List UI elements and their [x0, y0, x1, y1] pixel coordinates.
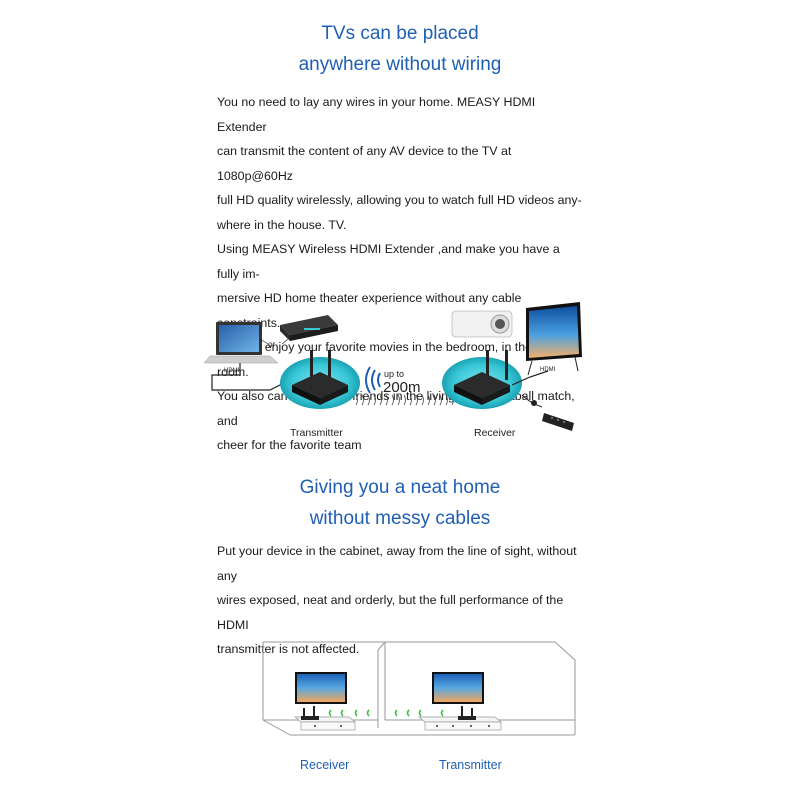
transmitter-device — [458, 706, 476, 720]
paragraph-line: Using MEASY Wireless HDMI Extender ,and … — [217, 242, 560, 281]
paragraph-line: where in the house. TV. — [217, 217, 347, 232]
paragraph-line: You no need to lay any wires in your hom… — [217, 95, 536, 134]
hdmi-right-label: HDMI — [540, 367, 556, 373]
receiver-device — [301, 706, 319, 720]
range-up-to: up to — [384, 369, 404, 379]
paragraph-line: transmitter is not affected. — [217, 642, 360, 656]
hdmi-left-label: HDMI — [224, 368, 240, 374]
paragraph-line: full HD quality wirelessly, allowing you… — [217, 193, 582, 207]
tv-icon — [295, 672, 347, 704]
paragraph-line: Put your device in the cabinet, away fro… — [217, 544, 577, 583]
wireless-diagram: or HDMI up to 200m — [203, 302, 582, 439]
projector-icon — [451, 310, 513, 338]
remote-control-icon — [542, 413, 574, 431]
range-value: 200m — [383, 379, 421, 396]
section1-paragraph: You no need to lay any wires in your hom… — [217, 90, 582, 458]
signal-waves — [328, 709, 444, 717]
transmitter-label: Transmitter — [439, 758, 502, 772]
section1-title-line2: anywhere without wiring — [298, 54, 502, 75]
wifi-icon — [365, 366, 381, 394]
tv-icon — [432, 672, 484, 704]
or-label: or — [268, 340, 275, 349]
section1-title-line1: TVs can be placed — [321, 23, 479, 44]
transmitter-device — [280, 350, 360, 409]
section2-title-line1: Giving you a neat home — [299, 477, 501, 498]
paragraph-line: cheer for the favorite team — [217, 438, 362, 452]
media-player-icon — [280, 315, 338, 341]
receiver-device — [442, 350, 522, 409]
laptop-icon — [203, 322, 279, 364]
receiver-label: Receiver — [474, 427, 516, 439]
section2-paragraph: Put your device in the cabinet, away fro… — [217, 539, 582, 662]
signal-waves — [355, 394, 454, 406]
paragraph-line: can transmit the content of any AV devic… — [217, 144, 512, 183]
ir-sensor-icon — [531, 400, 537, 406]
paragraph-line: wires exposed, neat and orderly, but the… — [217, 593, 564, 632]
receiver-label: Receiver — [300, 758, 350, 772]
transmitter-label: Transmitter — [290, 427, 343, 439]
room-diagram — [262, 641, 576, 736]
tv-icon — [526, 302, 582, 376]
section2-title-line2: without messy cables — [309, 508, 491, 529]
